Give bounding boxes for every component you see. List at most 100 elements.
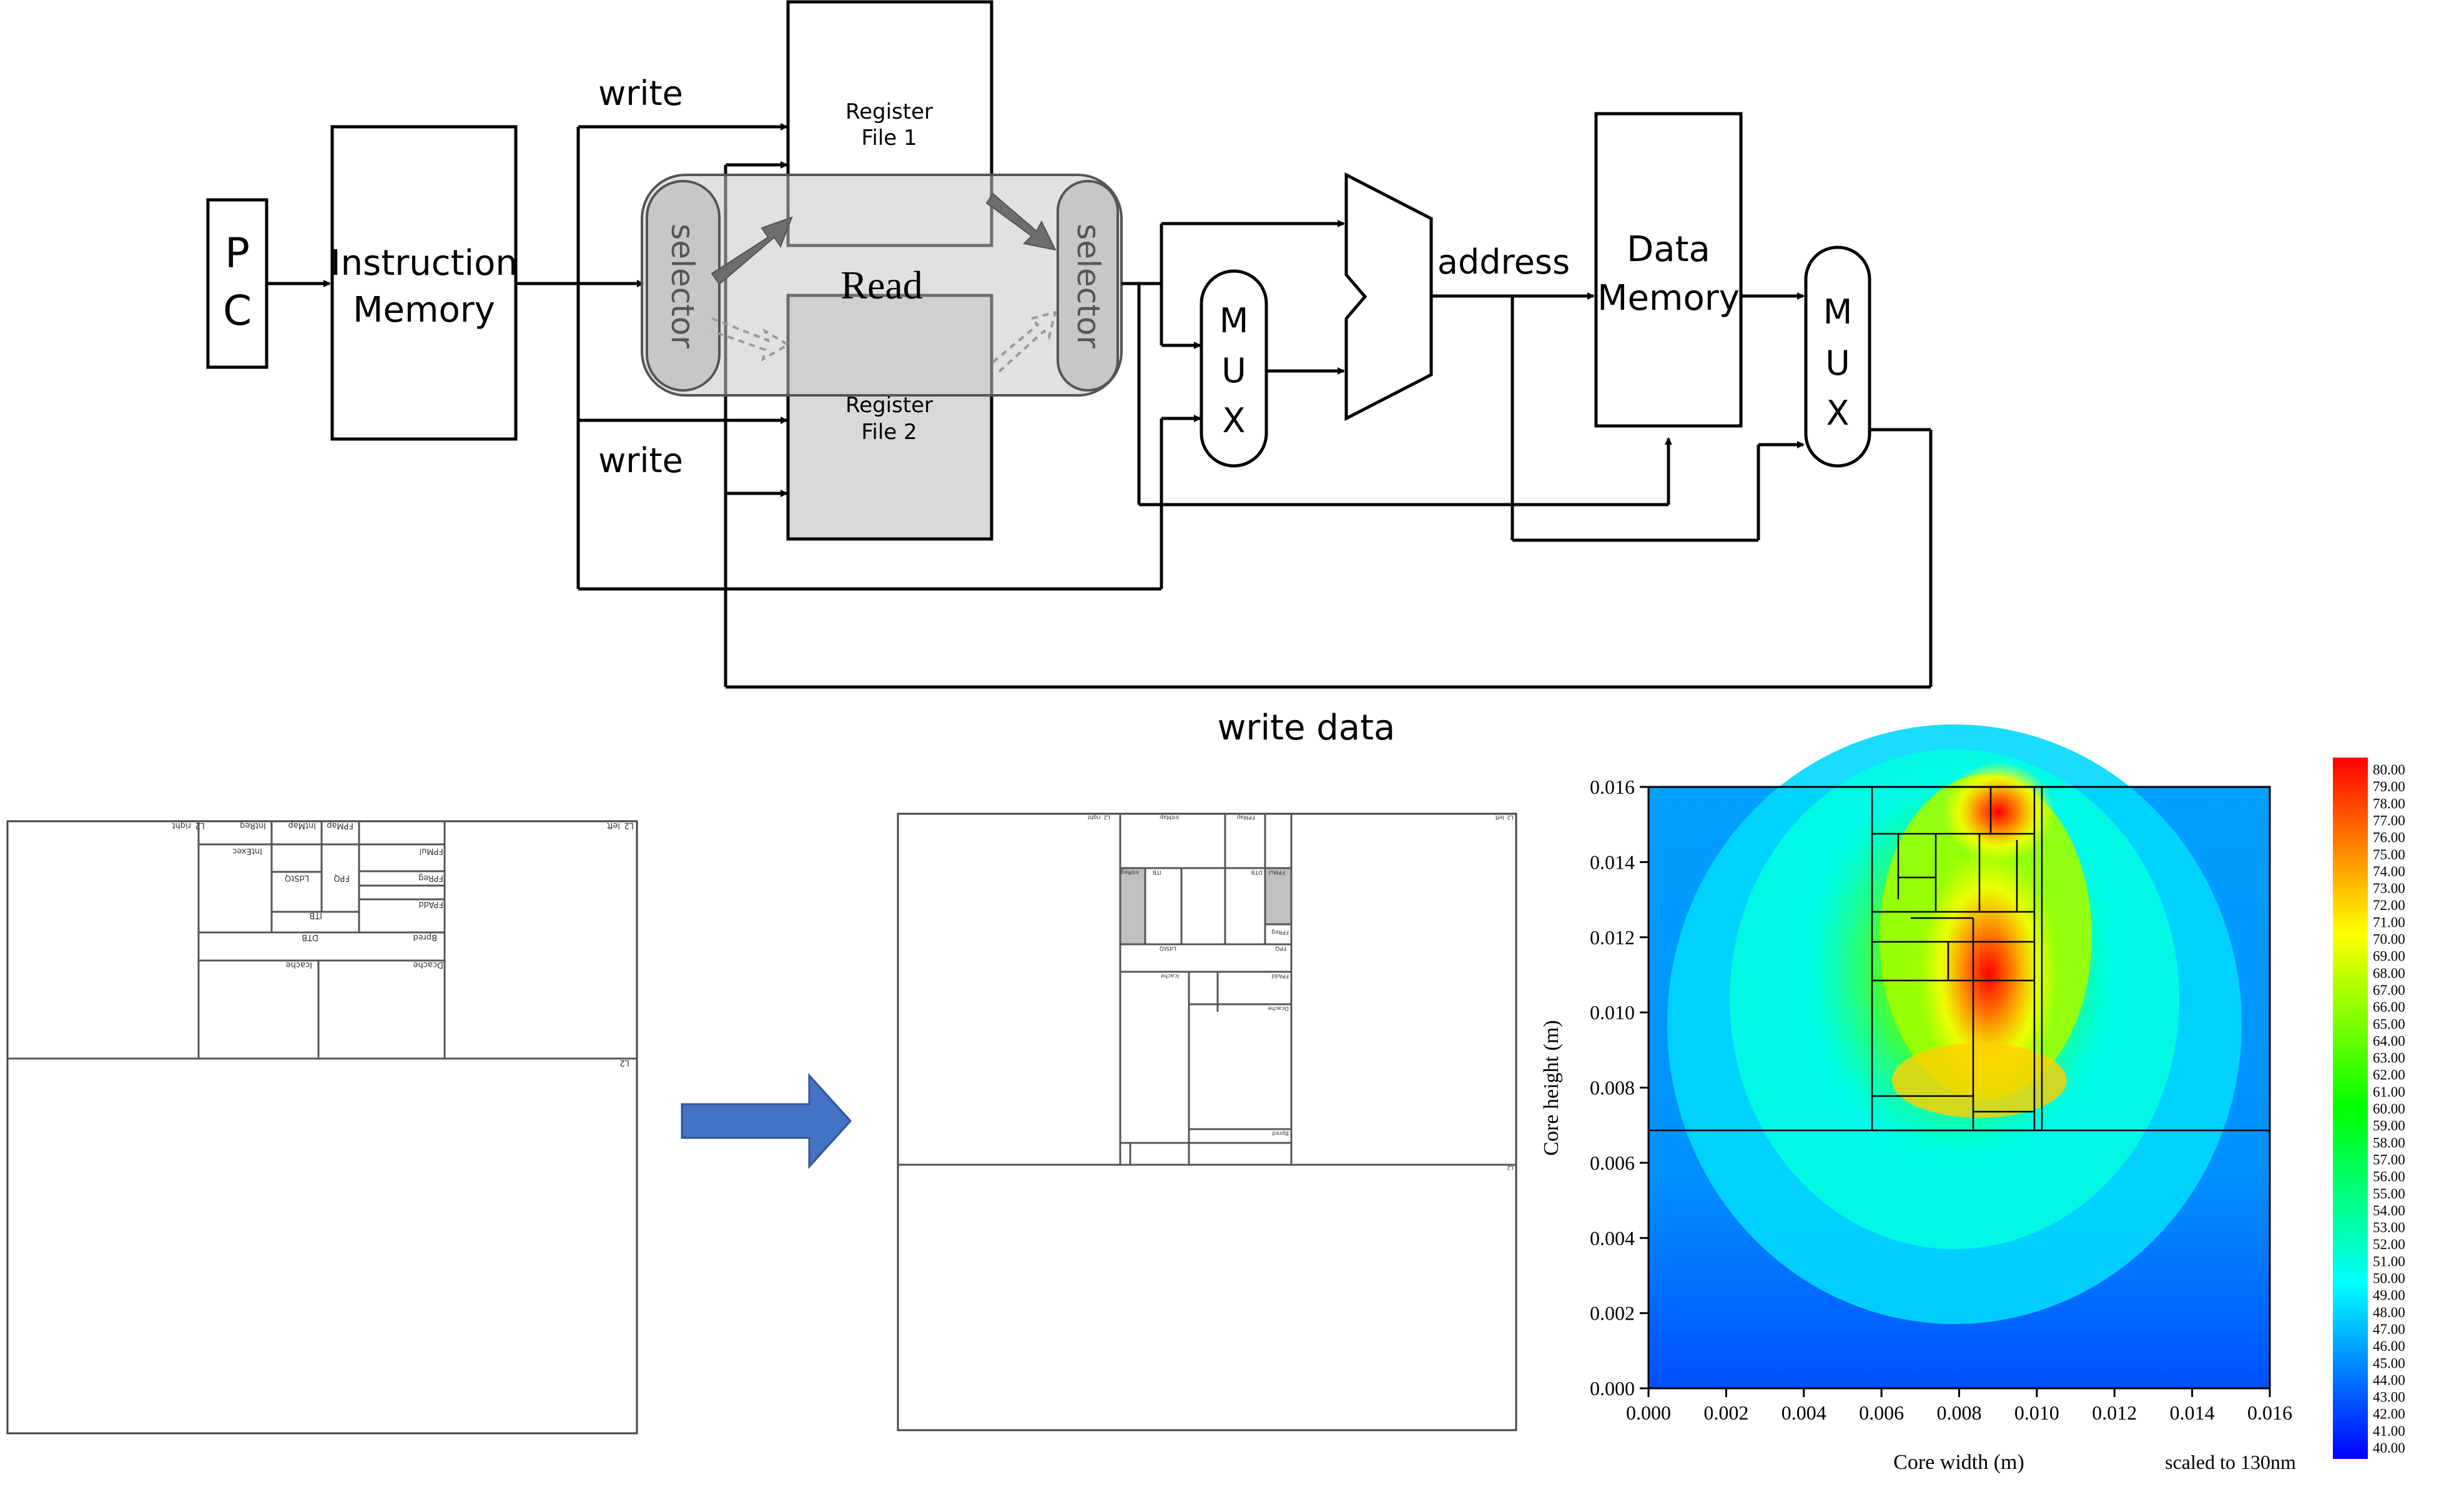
colorbar-label: 42.00 (2373, 1406, 2405, 1422)
colorbar (2333, 758, 2368, 1459)
colorbar-label: 46.00 (2373, 1338, 2405, 1354)
fp2-label-6: ITB (1153, 869, 1161, 875)
alu-shape (1344, 172, 1433, 422)
y-tick-label: 0.002 (1590, 1302, 1635, 1325)
colorbar-label: 76.00 (2373, 830, 2405, 846)
pc-box (206, 198, 269, 369)
colorbar-label: 63.00 (2373, 1050, 2405, 1066)
colorbar-label: 61.00 (2373, 1084, 2405, 1100)
read-label: Read (840, 263, 923, 307)
instruction-memory-label-1: Instruction (330, 243, 518, 284)
colorbar-label: 41.00 (2373, 1423, 2405, 1439)
register-file-2-label-1: Register (845, 393, 933, 418)
y-tick-label: 0.010 (1590, 1001, 1635, 1024)
fp2-label-3: FPMap (1236, 814, 1255, 820)
fp2-label-10: FPAdd (1272, 972, 1289, 979)
fp1-label-9: FPReg (418, 873, 443, 882)
y-tick-label: 0.014 (1590, 851, 1635, 873)
x-axis-label: Core width (m) (1893, 1451, 2024, 1474)
colorbar-label: 78.00 (2373, 796, 2405, 811)
selector-read-arrow-right (985, 192, 1057, 251)
fp2-label-5: FPMul (1268, 869, 1285, 875)
mux-2-letter-1: M (1823, 292, 1853, 332)
x-tick-label: 0.004 (1781, 1401, 1826, 1424)
colorbar-label: 59.00 (2373, 1118, 2405, 1134)
fp2-label-12: Dcache (1268, 1005, 1289, 1011)
fp2-label-8: FPQ (1275, 945, 1286, 951)
colorbar-label: 49.00 (2373, 1288, 2405, 1303)
floorplan-after-labels: L2_right L2_left IntMap FPMap IntReg FPM… (1087, 814, 1514, 1170)
y-tick-label: 0.006 (1590, 1152, 1635, 1174)
y-tick-label: 0.012 (1590, 926, 1635, 949)
colorbar-label: 52.00 (2373, 1237, 2405, 1252)
colorbar-label: 57.00 (2373, 1152, 2405, 1167)
pc-letter-2: C (223, 287, 252, 335)
selector-left-label: selector (664, 224, 701, 348)
register-file-1-label-1: Register (845, 99, 933, 124)
colorbar-label: 47.00 (2373, 1322, 2405, 1337)
colorbar-label: 73.00 (2373, 881, 2405, 896)
floorplan-after (897, 813, 1517, 1431)
data-memory-label-1: Data (1627, 229, 1710, 270)
floorplan-before-labels: L2_right IntReg IntMap FPMap L2_left Int… (172, 821, 634, 1067)
x-tick-label: 0.016 (2247, 1401, 2292, 1424)
fp1-label-14: Dcache (413, 960, 443, 969)
thermal-hotspot-top (1942, 762, 2054, 862)
y-tick-label: 0.008 (1590, 1077, 1635, 1099)
fp1-label-13: Bpred (413, 932, 437, 942)
address-label: address (1437, 242, 1570, 282)
selector-right-pill (1057, 180, 1119, 392)
fp2-label-4: IntReg (1121, 869, 1139, 875)
selector-ghost-arrow-left (711, 317, 791, 362)
fp1-label-0: L2_right (172, 821, 205, 830)
colorbar-label: 69.00 (2373, 949, 2405, 964)
colorbar-label: 65.00 (2373, 1016, 2405, 1032)
colorbar-label: 50.00 (2373, 1271, 2405, 1287)
colorbar-label: 44.00 (2373, 1372, 2405, 1388)
fp1-label-6: FPMul (420, 846, 443, 856)
register-file-1-label-2: File 1 (861, 126, 917, 151)
fp2-label-14: Bpred (1272, 1130, 1289, 1136)
fp1-label-12: DTB (302, 932, 318, 942)
colorbar-label: 48.00 (2373, 1305, 2405, 1320)
colorbar-label: 68.00 (2373, 966, 2405, 981)
fp2-label-9: LdStQ (1160, 945, 1176, 951)
fp2-label-1: L2_left (1495, 814, 1514, 820)
x-tick-label: 0.012 (2092, 1401, 2137, 1424)
colorbar-label: 64.00 (2373, 1033, 2405, 1049)
colorbar-label: 72.00 (2373, 897, 2405, 913)
colorbar-label: 45.00 (2373, 1355, 2405, 1371)
mux-1-letter-1: M (1220, 301, 1249, 340)
y-tick-label: 0.000 (1590, 1377, 1635, 1400)
pipeline-diagram (206, 0, 1933, 689)
data-memory-box (1594, 112, 1743, 428)
x-tick-label: 0.002 (1703, 1401, 1748, 1424)
write-top-label: write (598, 74, 683, 113)
selector-read-arrow-left (711, 216, 793, 285)
mux-2-shape (1804, 245, 1871, 468)
colorbar-label: 51.00 (2373, 1253, 2405, 1269)
colorbar-label: 58.00 (2373, 1135, 2405, 1150)
x-tick-label: 0.000 (1626, 1401, 1671, 1424)
instruction-memory-label-2: Memory (353, 290, 495, 330)
selector-ghost-arrow-right (992, 310, 1057, 373)
fp1-label-4: L2_left (607, 821, 634, 830)
colorbar-label: 75.00 (2373, 847, 2405, 862)
colorbar-label: 40.00 (2373, 1440, 2405, 1456)
colorbar-label: 53.00 (2373, 1220, 2405, 1235)
mux-2-letter-3: X (1826, 393, 1850, 433)
fp1-label-1: IntReg (240, 821, 266, 830)
colorbar-label: 79.00 (2373, 779, 2405, 794)
colorbar-label: 62.00 (2373, 1067, 2405, 1083)
colorbar-label: 55.00 (2373, 1186, 2405, 1202)
x-tick-label: 0.006 (1859, 1401, 1904, 1424)
y-tick-label: 0.016 (1590, 776, 1635, 798)
fp1-label-5: IntExec (232, 846, 262, 856)
pc-letter-1: P (225, 229, 250, 277)
instruction-memory-box (330, 125, 518, 441)
selector-right-label: selector (1070, 224, 1106, 348)
mux-1-letter-3: X (1223, 401, 1246, 440)
